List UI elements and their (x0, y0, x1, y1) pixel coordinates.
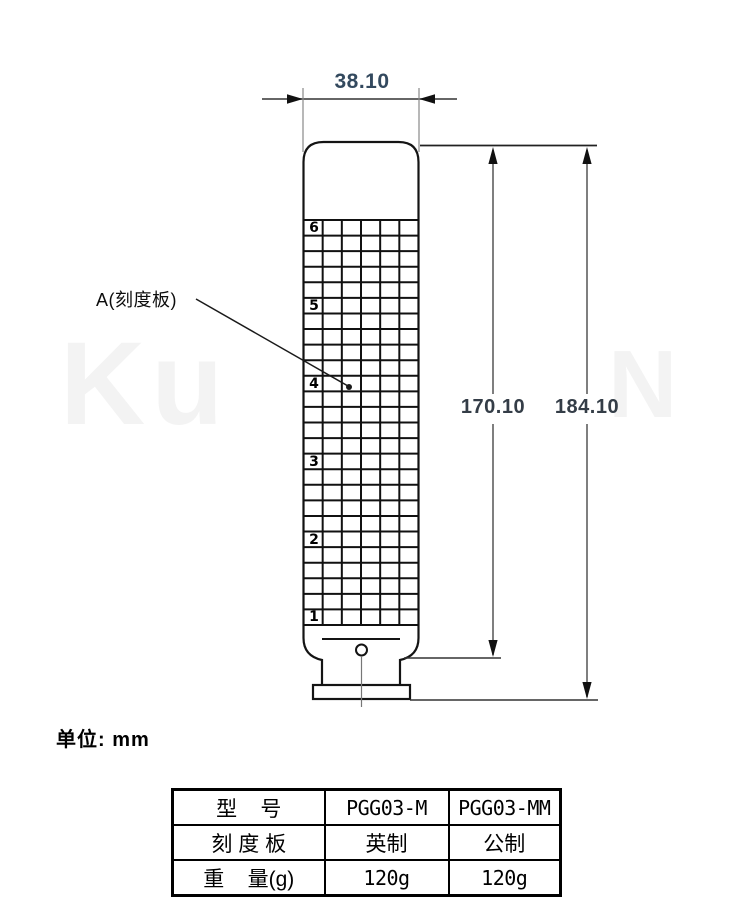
spec-table: 型 号 PGG03-M PGG03-MM 刻 度 板 英制 公制 重 量(g) … (171, 788, 562, 897)
table-row-weight: 重 量(g) 120g 120g (171, 859, 562, 897)
arrowhead-down-icon (488, 640, 498, 657)
pivot-hole (355, 643, 368, 657)
scale-plate-metric: 公制 (447, 824, 562, 861)
inner-height-dimension-lines (404, 147, 501, 659)
weight-metric: 120g (447, 859, 562, 897)
scale-number: 5 (309, 297, 319, 314)
table-row-model: 型 号 PGG03-M PGG03-MM (171, 788, 562, 826)
row-label-model: 型 号 (171, 788, 326, 826)
scale-plate-callout-label: A(刻度板) (96, 290, 177, 310)
outer-height-dimension-lines (410, 147, 598, 701)
scale-number: 6 (309, 220, 319, 236)
width-dimension-lines (262, 88, 457, 152)
scale-plate-grid (302, 219, 420, 626)
callout-leader (195, 298, 352, 390)
scale-number: 1 (309, 609, 319, 626)
scale-number: 4 (309, 375, 319, 392)
scale-number: 2 (309, 531, 319, 548)
weight-imperial: 120g (323, 859, 450, 897)
row-label-scale-plate: 刻 度 板 (171, 824, 326, 861)
row-label-weight: 重 量(g) (171, 859, 326, 897)
arrowhead-down-icon (582, 682, 592, 699)
scale-number: 3 (309, 453, 319, 470)
arrowhead-up-icon (488, 147, 498, 164)
arrowhead-up-icon (582, 147, 592, 164)
table-row-scale-plate: 刻 度 板 英制 公制 (171, 824, 562, 861)
unit-label: 单位: mm (56, 729, 150, 751)
inner-height-dimension-label: 170.10 (460, 396, 526, 418)
outer-height-dimension-label: 184.10 (554, 396, 620, 418)
width-dimension-label: 38.10 (334, 70, 390, 93)
model-metric: PGG03-MM (447, 788, 562, 826)
arrowhead-right-icon (287, 94, 303, 104)
model-imperial: PGG03-M (323, 788, 450, 826)
leader-dot-icon (346, 384, 352, 390)
arrowhead-left-icon (419, 94, 435, 104)
gauge-body-outline (302, 140, 420, 685)
scale-plate-imperial: 英制 (323, 824, 450, 861)
